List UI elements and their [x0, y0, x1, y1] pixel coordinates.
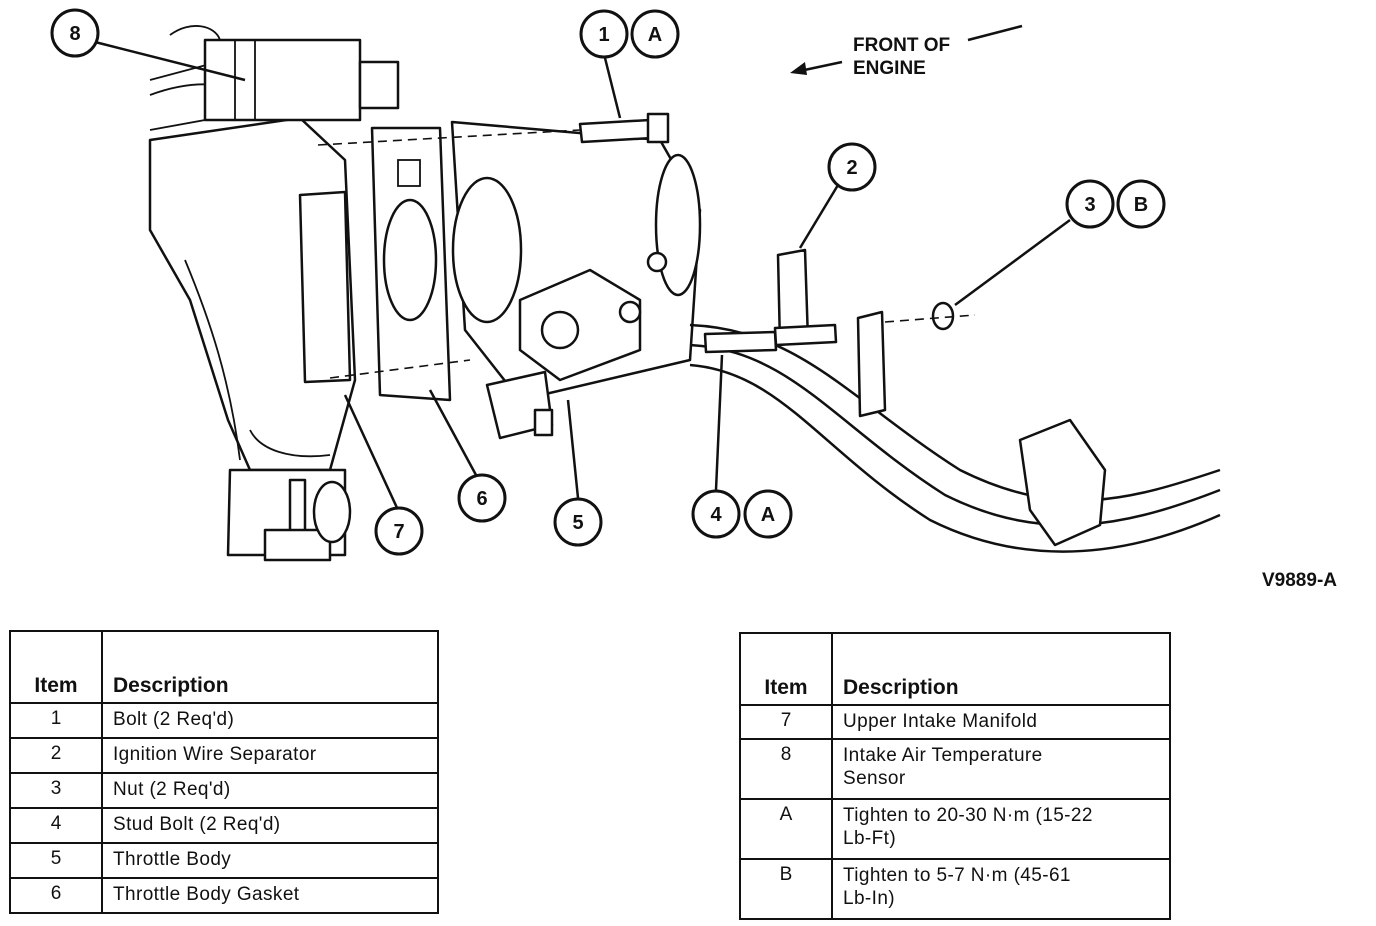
header-description: Description [101, 630, 439, 704]
item-number: 1 [9, 702, 103, 739]
svg-text:5: 5 [572, 512, 583, 534]
svg-text:4: 4 [710, 504, 722, 526]
throttle-body [450, 120, 702, 440]
callout-1: 1 [579, 9, 629, 59]
callout-b: B [1116, 179, 1166, 229]
item-number: 3 [9, 772, 103, 809]
svg-text:A: A [648, 24, 662, 46]
callout-6: 6 [457, 473, 507, 523]
table-row: 5 Throttle Body [9, 842, 439, 879]
callout-a-top: A [630, 9, 680, 59]
item-number: A [739, 798, 833, 860]
leader-3 [954, 218, 1071, 307]
svg-text:B: B [1134, 194, 1148, 216]
leader-4 [714, 354, 724, 491]
callout-3: 3 [1065, 179, 1115, 229]
svg-text:6: 6 [476, 488, 487, 510]
callout-5: 5 [553, 497, 603, 547]
bolt-1 [578, 112, 670, 144]
callout-a-bottom: A [743, 489, 793, 539]
manifold-stud [263, 478, 352, 562]
leader-2 [798, 184, 840, 249]
item-number: 2 [9, 737, 103, 774]
svg-text:3: 3 [1084, 194, 1095, 216]
item-description: Bolt (2 Req'd) [101, 702, 439, 739]
leader-7 [343, 394, 400, 511]
item-description: Throttle Body Gasket [101, 877, 439, 914]
item-number: 4 [9, 807, 103, 844]
description-line: Tighten to 5-7 N·m (45-61 [843, 865, 1071, 886]
front-arrow-head [790, 62, 807, 75]
description-line: Lb-In) [843, 888, 896, 909]
item-number: 6 [9, 877, 103, 914]
description-line: Lb-Ft) [843, 828, 897, 849]
svg-text:1: 1 [598, 24, 609, 46]
leader-5 [566, 399, 580, 499]
item-description: Upper Intake Manifold [831, 704, 1171, 740]
svg-text:A: A [761, 504, 775, 526]
exploded-view-diagram: FRONT OF ENGINE V9889-A 8 1 A 2 3 B 7 6 … [50, 8, 1337, 591]
upper-intake-manifold [148, 58, 357, 557]
svg-text:2: 2 [846, 157, 857, 179]
header-item: Item [739, 632, 833, 706]
item-description: Throttle Body [101, 842, 439, 879]
front-of-engine-label-2: ENGINE [853, 58, 926, 79]
description-line: Tighten to 20-30 N·m (15-22 [843, 805, 1093, 826]
throttle-body-gasket [370, 126, 452, 402]
item-number: 7 [739, 704, 833, 740]
table-row: 7 Upper Intake Manifold [739, 704, 1171, 740]
callout-7: 7 [374, 506, 424, 556]
stud-bolt-4 [703, 323, 838, 354]
item-description: Nut (2 Req'd) [101, 772, 439, 809]
item-number: B [739, 858, 833, 920]
figure-code: V9889-A [1262, 570, 1337, 591]
leader-1 [603, 57, 622, 119]
svg-text:8: 8 [69, 23, 80, 45]
callout-2: 2 [827, 142, 877, 192]
description-line: Sensor [843, 768, 906, 789]
description-line: Upper Intake Manifold [843, 711, 1038, 732]
intake-air-temperature-sensor [169, 25, 400, 122]
item-number: 5 [9, 842, 103, 879]
table-row: 1 Bolt (2 Req'd) [9, 702, 439, 739]
parts-table-right: Item Description 7 Upper Intake Manifold… [739, 632, 1171, 920]
item-number: 8 [739, 738, 833, 800]
header-item: Item [9, 630, 103, 704]
description-line: Intake Air Temperature [843, 745, 1043, 766]
table-row: 3 Nut (2 Req'd) [9, 772, 439, 809]
leader-6 [428, 389, 478, 476]
header-description: Description [831, 632, 1171, 706]
front-of-engine-label-1: FRONT OF [853, 35, 950, 56]
callout-8: 8 [50, 8, 100, 58]
front-arrow-tail [967, 24, 1023, 42]
parts-table-left: Item Description 1 Bolt (2 Req'd) 2 Igni… [9, 630, 439, 914]
callout-4: 4 [691, 489, 741, 539]
svg-text:7: 7 [393, 521, 404, 543]
table-row: 2 Ignition Wire Separator [9, 737, 439, 774]
nut-3 [931, 301, 955, 331]
item-description: Ignition Wire Separator [101, 737, 439, 774]
item-description: Stud Bolt (2 Req'd) [101, 807, 439, 844]
table-row: 6 Throttle Body Gasket [9, 877, 439, 914]
table-row: 4 Stud Bolt (2 Req'd) [9, 807, 439, 844]
leader-8 [94, 40, 246, 82]
